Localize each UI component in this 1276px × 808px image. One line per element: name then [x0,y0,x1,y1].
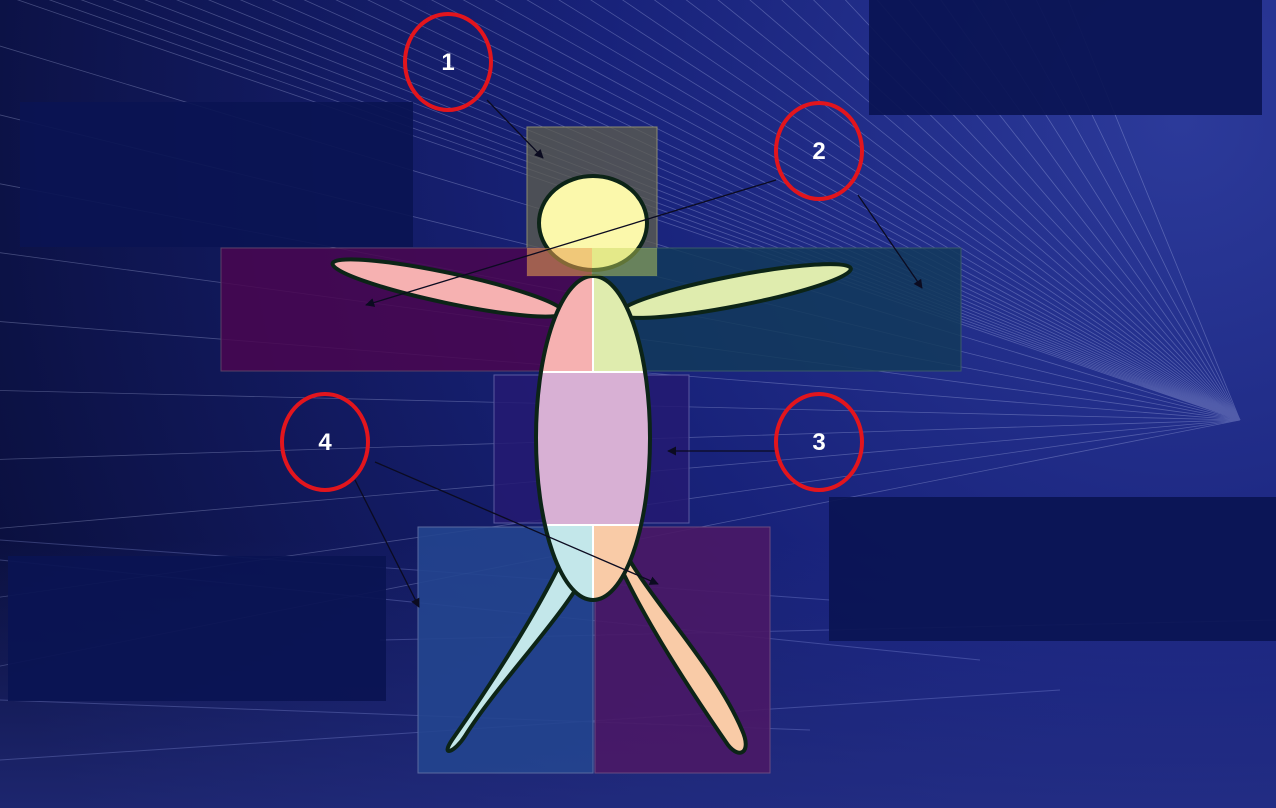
text-box-right-middle [829,497,1276,641]
text-box-bottom-left [8,556,386,701]
callout-2-label: 2 [812,138,825,165]
callout-1-label: 1 [441,49,454,76]
text-box-top-right [869,0,1262,115]
head-region-overlay-right [592,248,657,276]
callout-4-label: 4 [318,429,332,456]
head-region-overlay [527,248,592,276]
text-box-top-left [20,102,413,247]
callout-3-label: 3 [812,429,825,456]
